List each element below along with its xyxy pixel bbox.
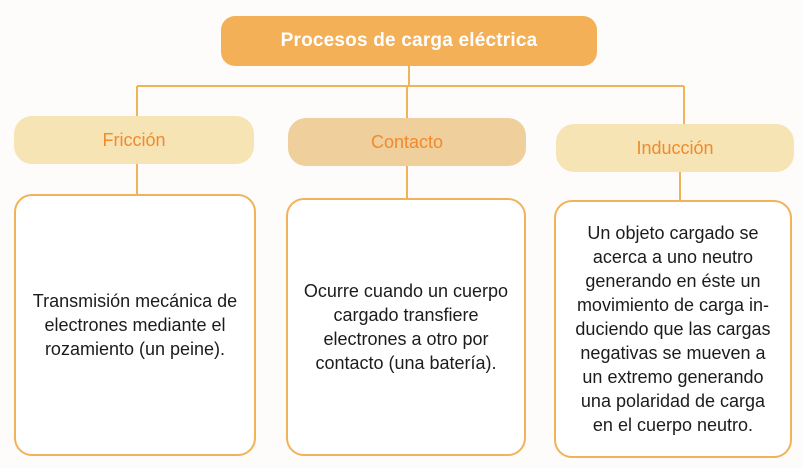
description-text-friccion: Transmisión mecánica de electrones media… (32, 291, 238, 359)
category-node-friccion: Fricción (14, 116, 254, 164)
description-box-contacto: Ocurre cuando un cuerpo cargado transfie… (286, 198, 526, 456)
category-label-friccion: Fricción (102, 129, 166, 150)
description-text-contacto: Ocurre cuando un cuerpo cargado transfie… (303, 281, 509, 373)
root-node: Procesos de carga eléctrica (221, 16, 597, 66)
category-label-contacto: Contacto (370, 131, 444, 152)
root-node-label: Procesos de carga eléctrica (280, 30, 538, 51)
description-box-induccion: Un objeto cargado se acerca a uno neutro… (554, 200, 792, 458)
category-label-induccion: Inducción (636, 137, 714, 158)
description-box-friccion: Transmisión mecánica de electrones media… (14, 194, 256, 456)
description-text-induccion: Un objeto cargado se acerca a uno neutro… (575, 223, 771, 435)
category-node-contacto: Contacto (288, 118, 526, 166)
category-node-induccion: Inducción (556, 124, 794, 172)
